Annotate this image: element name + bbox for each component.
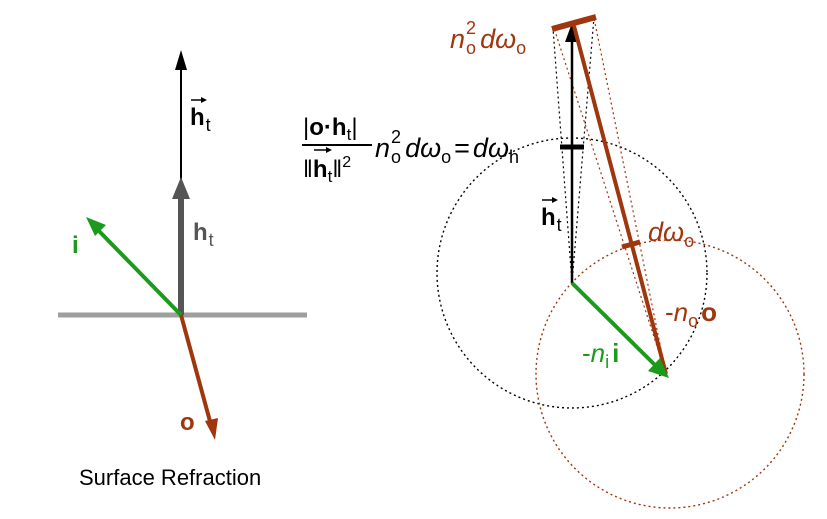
o-arrow-head (205, 418, 218, 440)
cone-line-brown-2 (593, 17, 667, 375)
cone-line-brown-1 (553, 27, 667, 375)
top-cap-bar (551, 14, 597, 32)
right-label-htvec: ht (541, 204, 562, 235)
cone-line-black-1 (552, 27, 573, 284)
label-htvec: ht (190, 104, 211, 135)
right-label-htvec-overarrow-head (552, 197, 558, 203)
label-ht: ht (193, 219, 214, 250)
i-arrow-head (86, 217, 106, 236)
caption: Surface Refraction (79, 465, 261, 490)
label-i: i (72, 232, 79, 259)
neg-no-o-line (572, 25, 668, 375)
label-htvec-overarrow-head (201, 97, 207, 103)
label-domega-o: dωo (648, 217, 694, 251)
brown-dotted-circle (535, 239, 805, 509)
htvec-arrow-head (175, 50, 187, 70)
left-diagram: ht ht i o Surface Refraction (58, 50, 307, 490)
eq-den-overarrow-head (326, 147, 332, 153)
eq-denominator: ‖ht‖2 (303, 154, 351, 186)
neg-ni-i-line (570, 281, 658, 368)
i-arrow-line (96, 228, 183, 317)
label-o: o (180, 409, 195, 436)
o-arrow-line (179, 314, 213, 426)
d-omega-o-bar (621, 239, 641, 250)
ht-arrow-head (172, 177, 190, 199)
neg-ni-i-head (648, 358, 669, 378)
eq-numerator: |o·ht| (303, 114, 358, 144)
